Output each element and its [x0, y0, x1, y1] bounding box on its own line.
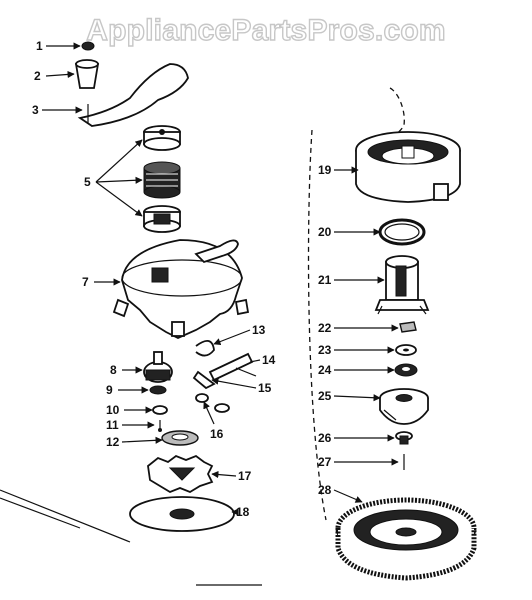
- part-8-small-gear: [143, 351, 173, 383]
- callout-2: 2: [34, 69, 41, 83]
- callout-26: 26: [318, 431, 332, 445]
- watermark-text: AppliancePartsPros.com: [86, 14, 446, 47]
- part-18-base-plate: [129, 496, 235, 532]
- dashed-assembly-path-top: [371, 87, 405, 147]
- callout-7: 7: [82, 275, 89, 289]
- slant-line-2: [0, 497, 81, 529]
- callout-25: 25: [318, 389, 332, 403]
- dashed-assembly-path-left: [307, 129, 327, 521]
- part-19-ring-gear: [355, 131, 461, 203]
- callout-12: 12: [106, 435, 120, 449]
- part-2-knob: [74, 59, 100, 89]
- part-1-screw: [81, 41, 95, 51]
- part-22-key: [399, 321, 417, 333]
- callout-23: 23: [318, 343, 332, 357]
- part-24-small-gear: [394, 363, 418, 377]
- callout-20: 20: [318, 225, 332, 239]
- callout-3: 3: [32, 103, 39, 117]
- part-25-carrier: [379, 388, 429, 425]
- part-16-spring-clip: [195, 393, 230, 413]
- callout-leaders: [42, 42, 399, 516]
- callout-18: 18: [236, 505, 250, 519]
- callout-28: 28: [318, 483, 332, 497]
- callout-27: 27: [318, 455, 332, 469]
- part-12-disk: [161, 430, 199, 446]
- callout-14: 14: [262, 353, 276, 367]
- part-21-cylinder: [374, 255, 430, 315]
- part-14-lever: [208, 352, 257, 382]
- callout-1: 1: [36, 39, 43, 53]
- callout-15: 15: [258, 381, 272, 395]
- callout-13: 13: [252, 323, 266, 337]
- callout-24: 24: [318, 363, 332, 377]
- part-11-pin: [158, 420, 162, 432]
- callout-10: 10: [106, 403, 120, 417]
- slant-line-1: [0, 489, 131, 543]
- part-23-washer: [395, 344, 417, 356]
- part-26-stud: [395, 431, 413, 445]
- callout-8: 8: [110, 363, 117, 377]
- callout-5: 5: [84, 175, 91, 189]
- callout-17: 17: [238, 469, 252, 483]
- callout-19: 19: [318, 163, 332, 177]
- callout-22: 22: [318, 321, 332, 335]
- part-15-clip: [192, 370, 216, 390]
- part-13-spring: [195, 340, 215, 357]
- part-3-crank-handle: [77, 63, 189, 127]
- callout-9: 9: [106, 383, 113, 397]
- part-10-washer: [152, 405, 168, 415]
- part-5-gear-stack: [143, 125, 181, 233]
- part-20-o-ring: [378, 218, 426, 246]
- part-17-gear-plate: [147, 454, 214, 494]
- part-28-base-gear: [335, 497, 477, 581]
- part-9-washer: [149, 385, 167, 395]
- part-7-cover-housing: [112, 239, 250, 339]
- callout-21: 21: [318, 273, 332, 287]
- callout-16: 16: [210, 427, 224, 441]
- callout-11: 11: [106, 418, 119, 432]
